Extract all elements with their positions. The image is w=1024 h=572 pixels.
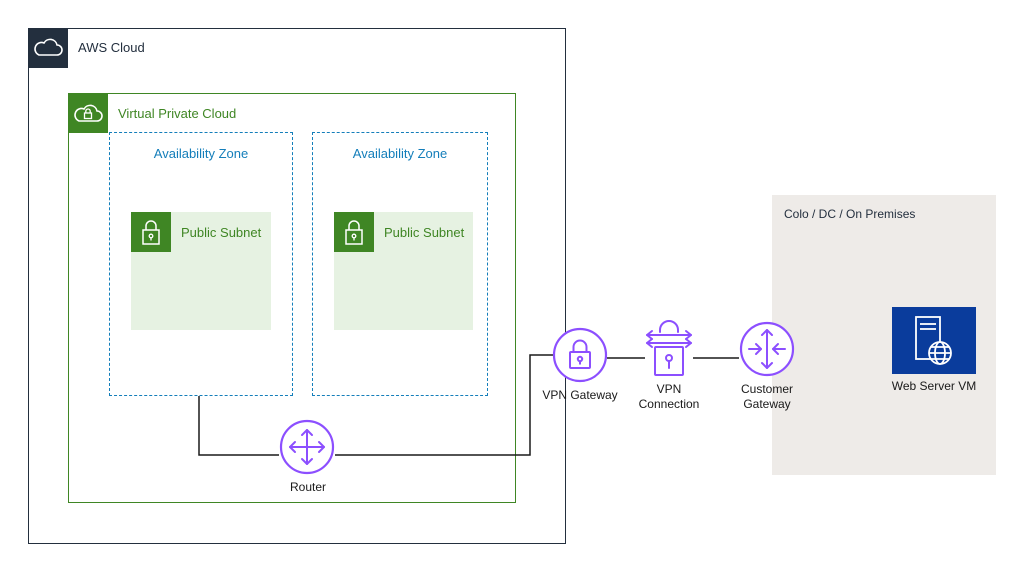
aws-cloud-group — [28, 28, 566, 544]
cloud-icon — [28, 28, 68, 68]
edge-subnet-to-router — [198, 396, 279, 456]
public-subnet-left-label: Public Subnet — [181, 225, 262, 240]
padlock-icon — [131, 212, 171, 252]
customer-gateway-label-line2: Gateway — [743, 397, 791, 411]
edge-router-to-vpn-gateway — [335, 354, 553, 456]
router-label: Router — [289, 480, 327, 494]
customer-gateway-icon — [738, 320, 796, 378]
vpn-gateway-icon — [551, 326, 609, 384]
vpc-cloud-lock-icon — [68, 93, 108, 133]
router-icon — [278, 418, 336, 476]
public-subnet-right-label: Public Subnet — [384, 225, 465, 240]
availability-zone-right-label: Availability Zone — [352, 146, 448, 161]
vpc-label: Virtual Private Cloud — [118, 106, 237, 121]
aws-cloud-label: AWS Cloud — [78, 40, 145, 55]
vpn-gateway-label: VPN Gateway — [542, 388, 618, 402]
server-globe-icon — [892, 307, 976, 374]
availability-zone-right — [312, 132, 488, 396]
vpn-connection-label-line2: Connection — [638, 397, 700, 411]
vpc-group — [68, 93, 516, 503]
availability-zone-left-label: Availability Zone — [153, 146, 249, 161]
vpn-connection-icon — [643, 320, 695, 378]
customer-gateway-label-line1: Customer — [740, 382, 793, 396]
padlock-icon — [334, 212, 374, 252]
on-premises-label: Colo / DC / On Premises — [784, 207, 916, 221]
vpn-connection-label-line1: VPN — [656, 382, 682, 396]
availability-zone-left — [109, 132, 293, 396]
web-server-label: Web Server VM — [891, 379, 977, 393]
